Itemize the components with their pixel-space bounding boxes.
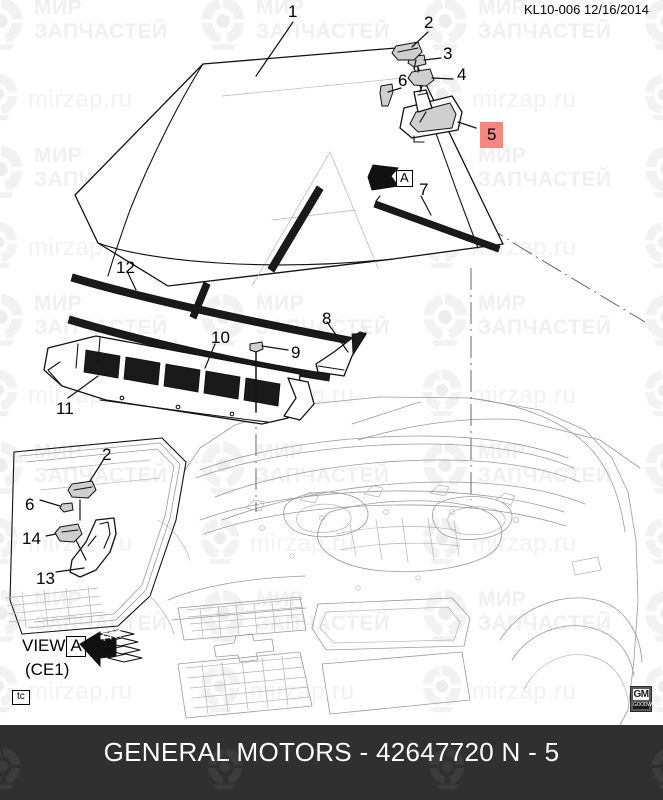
callout-7: 7 <box>419 180 429 199</box>
gm-logo: GM GOODWRENCH <box>630 686 663 712</box>
footer-banner: GENERAL MOTORS - 42647720 N - 5 <box>0 725 663 800</box>
callout-8: 8 <box>322 309 332 328</box>
detail-view-a: FRT <box>5 437 191 668</box>
page-marker-tc: tc <box>12 690 30 705</box>
callout-6b: 6 <box>25 495 35 514</box>
detail-view-sublabel: (CE1) <box>25 660 70 679</box>
windshield-glass <box>74 46 504 287</box>
callout-5: 5 <box>480 122 504 148</box>
callout-2: 2 <box>424 13 434 32</box>
footer-title: GENERAL MOTORS - 42647720 N - 5 <box>103 737 560 767</box>
callout-12: 12 <box>116 258 135 277</box>
svg-text:FRT: FRT <box>101 628 124 644</box>
view-a-arrow-tag: A <box>396 170 413 188</box>
callout-6a: 6 <box>398 71 408 90</box>
cowl-bracket-clip <box>315 331 367 377</box>
leader-lines <box>39 21 477 573</box>
technical-drawing: .ln { fill:none; stroke:#111; stroke-wid… <box>5 21 646 725</box>
gm-logo-secondary: GOODWRENCH <box>633 702 663 709</box>
callout-9: 9 <box>291 343 301 362</box>
footer-watermark-logo-icon <box>0 745 26 796</box>
detail-view-label-text: VIEW <box>22 636 66 655</box>
callout-11: 11 <box>56 399 74 418</box>
detail-view-marker: A <box>66 636 86 657</box>
gm-logo-primary: GM <box>633 689 649 700</box>
vehicle-ghost-illustration <box>167 396 643 725</box>
push-pin-fastener <box>249 341 264 413</box>
drawing-code-header: KL10-006 12/16/2014 <box>523 2 649 17</box>
callout-1: 1 <box>288 2 298 21</box>
footer-watermark-logo-icon <box>646 745 663 796</box>
callout-4: 4 <box>457 65 467 84</box>
footer-watermark-logo-icon <box>202 745 248 796</box>
callout-3: 3 <box>443 44 453 63</box>
callout-13: 13 <box>36 569 55 588</box>
callout-14: 14 <box>22 529 41 548</box>
frt-direction-arrow: FRT <box>79 628 143 668</box>
footer-watermark-logo-icon <box>424 745 470 796</box>
callout-2b: 2 <box>102 445 112 464</box>
callout-10: 10 <box>211 328 230 347</box>
